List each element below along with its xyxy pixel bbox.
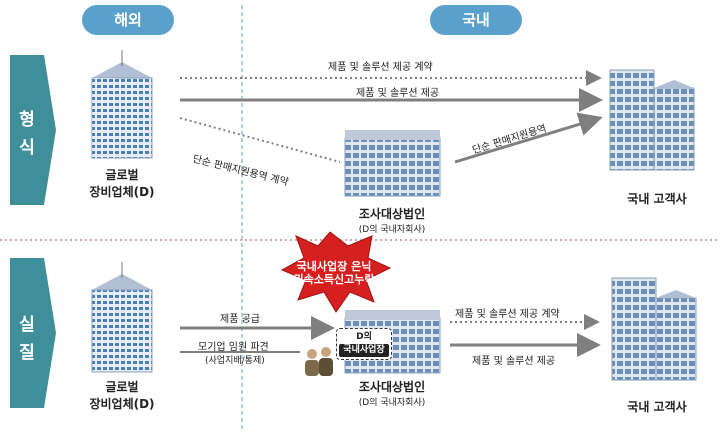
customer-label: 국내 고객사	[627, 400, 687, 414]
global-building-icon	[91, 50, 153, 159]
customer-building-icon	[611, 277, 697, 381]
alert-burst-icon	[280, 231, 392, 313]
subject-sublabel: (D의 국내자회사)	[358, 225, 426, 235]
domestic-header: 국내	[430, 5, 522, 35]
supply-label: 제품 및 솔루션 제공	[356, 88, 440, 99]
dispatch-sublabel: (사업지배/통제)	[205, 356, 265, 366]
alert-burst-text: 국내사업장 은닉 귀속소득신고누락	[293, 260, 375, 286]
subject-label: 조사대상법인	[358, 207, 426, 221]
contract-label: 제품 및 솔루션 제공 계약	[328, 62, 433, 73]
customer-label: 국내 고객사	[627, 192, 687, 206]
pe-box: D의 국내사업장	[336, 328, 392, 360]
overseas-header: 해외	[82, 5, 174, 35]
supply-label: 제품 및 솔루션 제공	[472, 356, 556, 367]
product-supply-label: 제품 공급	[220, 314, 260, 325]
dispatch-label: 모기업 임원 파견	[198, 342, 269, 353]
row-label-form: 형 식	[10, 55, 44, 205]
global-label: 글로벌 장비업체(D)	[89, 380, 155, 411]
agency-service-arrow	[454, 112, 603, 164]
global-label: 글로벌 장비업체(D)	[89, 168, 155, 199]
row-label-actual: 실 질	[10, 258, 44, 408]
subject-building-icon	[344, 130, 441, 197]
executives-icon	[305, 347, 333, 376]
subject-label: 조사대상법인	[358, 380, 426, 394]
contract-label: 제품 및 솔루션 제공 계약	[455, 309, 560, 320]
customer-building-icon	[609, 69, 695, 171]
subject-sublabel: (D의 국내자회사)	[358, 398, 426, 408]
global-building-icon	[91, 262, 153, 373]
